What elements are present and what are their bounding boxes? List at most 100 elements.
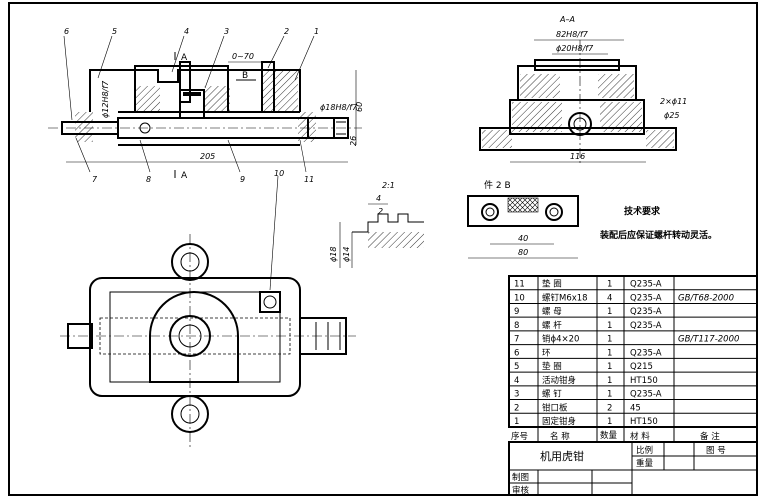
bom-header-qty: 数量: [600, 430, 618, 441]
bom-header-name: 名 称: [550, 431, 570, 442]
balloon-9: 9: [240, 175, 245, 184]
bom-cell-qty: 1: [607, 390, 612, 400]
drawing-border: [8, 2, 758, 496]
balloon-8: 8: [146, 175, 151, 184]
bom-cell-name: 垫 圈: [542, 279, 562, 290]
top-view: [60, 234, 356, 450]
balloon-5: 5: [112, 27, 117, 36]
bom-cell-material: HT150: [630, 376, 658, 386]
bom-cell-no: 5: [514, 362, 519, 372]
bom-cell-remark: GB/T68-2000: [678, 293, 734, 303]
dim-height: 60: [355, 102, 364, 112]
bom-cell-name: 环: [542, 348, 551, 358]
bom-header-no: 序号: [511, 431, 528, 442]
bom-cell-no: 6: [514, 348, 519, 358]
bom-cell-name: 销ϕ4×20: [542, 334, 579, 345]
bom-cell-name: 螺 母: [542, 306, 562, 317]
weight-label: 重量: [636, 458, 654, 469]
dim-fit-left: ϕ12H8/f7: [101, 80, 110, 118]
bom-cell-material: 45: [630, 403, 641, 413]
bom-cell-qty: 1: [607, 348, 612, 358]
bom-cell-no: 11: [514, 280, 525, 290]
balloon-3: 3: [224, 27, 229, 36]
section-mark-a-top: A: [181, 53, 188, 63]
tech-req-text: 装配后应保证螺杆转动灵活。: [599, 229, 717, 241]
dim-detail-w2: 2: [378, 207, 383, 216]
section-view-aa: A–A 82H8/f7 ϕ20H8/f7 116 2×ϕ11 ϕ25: [479, 15, 687, 165]
balloon-2: 2: [284, 27, 289, 36]
bom-cell-qty: 2: [607, 403, 612, 413]
balloon-7: 7: [92, 175, 98, 184]
dim-aa-bottom: 116: [570, 152, 585, 161]
dim-detail-w1: 4: [376, 194, 381, 203]
dim-detail-d2: ϕ14: [342, 247, 351, 262]
bom-cell-qty: 1: [607, 376, 612, 386]
section-title: A–A: [559, 15, 575, 24]
part-2-view: 件 2 B 40 80: [467, 179, 579, 259]
drafted-label: 制图: [512, 472, 529, 483]
title-block: [508, 441, 758, 496]
bom-cell-material: Q235-A: [630, 293, 662, 303]
bom-cell-material: Q235-A: [630, 321, 662, 331]
dim-b-inner: 40: [518, 234, 528, 243]
bom-cell-material: Q235-A: [630, 390, 662, 400]
bom-cell-no: 2: [514, 403, 519, 413]
bom-cell-name: 螺 杆: [542, 320, 562, 331]
bom-cell-material: Q235-A: [630, 307, 662, 317]
bom-cell-qty: 1: [607, 362, 612, 372]
bom-cell-no: 9: [514, 307, 519, 317]
checked-label: 审核: [512, 485, 530, 496]
bom-cell-material: Q215: [630, 362, 653, 372]
bom-cell-name: 螺 钉: [542, 389, 562, 400]
bom-cell-no: 8: [514, 321, 519, 331]
balloon-10: 10: [274, 169, 284, 178]
balloon-1: 1: [314, 27, 319, 36]
drawing-no-label: 图 号: [706, 446, 726, 456]
bom-header-remark: 备 注: [700, 431, 720, 442]
dim-aa-width1: 82H8/f7: [556, 30, 589, 39]
dim-aa-width2: ϕ20H8/f7: [556, 44, 594, 53]
bom-cell-no: 4: [514, 376, 519, 386]
dim-range: 0~70: [232, 52, 254, 61]
scale-label: 比例: [636, 445, 653, 456]
dim-holes: 2×ϕ11: [660, 97, 687, 106]
part-view-label: 件 2 B: [484, 179, 511, 191]
detail-view: 2:1 4 2 ϕ18 ϕ14: [329, 181, 424, 268]
section-mark-b: B: [242, 71, 248, 81]
bom-cell-name: 钳口板: [542, 402, 568, 413]
balloon-11: 11: [304, 175, 314, 184]
bom-cell-qty: 4: [607, 293, 612, 303]
bom-cell-no: 1: [514, 417, 519, 427]
bom-cell-material: HT150: [630, 417, 658, 427]
part-balloons: 6 5 4 3 2 1 7 8 9 10 11: [63, 27, 319, 291]
bom-cell-name: 螺钉M6x18: [542, 292, 588, 303]
dim-counterbore: ϕ25: [664, 111, 679, 120]
bom-cell-qty: 1: [607, 307, 612, 317]
bom-cell-qty: 1: [607, 280, 612, 290]
bom-header-material: 材 料: [630, 431, 650, 442]
bom-cell-no: 7: [514, 335, 519, 345]
bom-cell-no: 3: [514, 390, 519, 400]
bom-cell-name: 垫 圈: [542, 361, 562, 372]
front-view: A A B 0~70 205 60 26 ϕ18H8/f7 ϕ12H8/f7: [48, 52, 364, 181]
balloon-4: 4: [184, 27, 189, 36]
tech-req-title: 技术要求: [624, 205, 661, 217]
detail-scale: 2:1: [382, 181, 395, 190]
bom-cell-qty: 1: [607, 321, 612, 331]
bom-cell-qty: 1: [607, 417, 612, 427]
bom-cell-name: 活动钳身: [542, 375, 576, 386]
dim-b-outer: 80: [518, 248, 528, 257]
balloon-6: 6: [64, 27, 69, 36]
bom-cell-remark: GB/T117-2000: [678, 335, 739, 345]
dim-detail-d1: ϕ18: [329, 247, 338, 262]
bom-cell-name: 固定钳身: [542, 416, 576, 427]
bom-cell-material: Q235-A: [630, 280, 662, 290]
dim-height-small: 26: [349, 136, 358, 146]
bom-cell-qty: 1: [607, 335, 612, 345]
section-mark-a-bottom: A: [181, 171, 188, 181]
dim-fit-right: ϕ18H8/f7: [320, 103, 358, 112]
drawing-title: 机用虎钳: [540, 449, 584, 463]
bom-cell-material: Q235-A: [630, 348, 662, 358]
